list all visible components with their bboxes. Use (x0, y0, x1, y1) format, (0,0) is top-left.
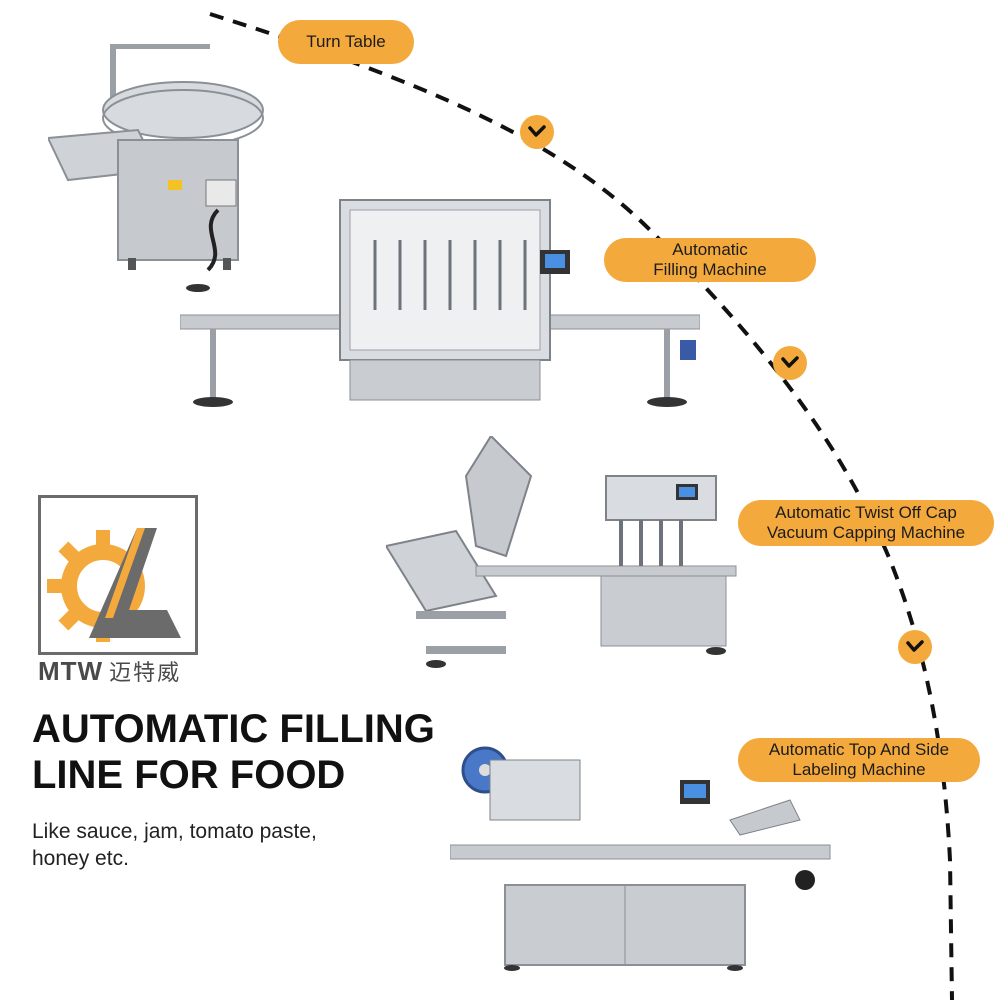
headline-line-2: LINE FOR FOOD (32, 753, 346, 797)
logo-chinese: 迈特威 (109, 660, 182, 685)
chevron-check-icon (898, 630, 932, 664)
subtitle-line-2: honey etc. (32, 847, 129, 870)
page-subtitle: Like sauce, jam, tomato paste, honey etc… (32, 818, 317, 872)
step-label-labeling-machine: Automatic Top And Side Labeling Machine (738, 738, 980, 782)
headline-line-1: AUTOMATIC FILLING (32, 707, 435, 751)
filling-machine-image (180, 199, 700, 407)
chevron-check-icon (773, 346, 807, 380)
capping-machine-image (386, 436, 737, 668)
subtitle-line-1: Like sauce, jam, tomato paste, (32, 820, 317, 843)
labeling-machine-image (450, 746, 831, 971)
step-label-turn-table: Turn Table (278, 20, 414, 64)
step-label-filling-machine: Automatic Filling Machine (604, 238, 816, 282)
logo-brand: MTW (38, 656, 104, 686)
page-headline: AUTOMATIC FILLING LINE FOR FOOD (32, 706, 435, 798)
turn-table-machine-image (48, 44, 264, 292)
step-label-capping-machine: Automatic Twist Off Cap Vacuum Capping M… (738, 500, 994, 546)
logo-emblem (38, 495, 198, 655)
chevron-check-icon (520, 115, 554, 149)
